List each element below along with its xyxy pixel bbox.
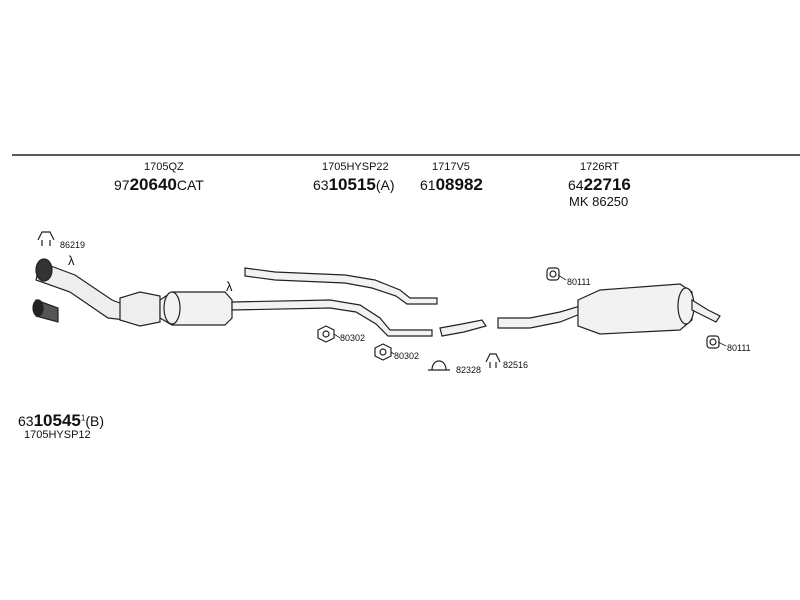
part-label-80111-a: 80111	[567, 277, 591, 287]
front-pipe-catalyst	[35, 258, 161, 327]
rear-silencer	[497, 283, 721, 335]
part-number-front: 9720640CAT	[114, 175, 204, 194]
part-number-middle: 6310515(A)	[313, 175, 395, 194]
part-label-86219: 86219	[60, 240, 86, 250]
mounting-kit-number: MK 86250	[569, 194, 629, 209]
lambda-sensor-symbol-front: λ	[68, 253, 75, 268]
clamp-icon	[37, 231, 501, 371]
part-number-connector: 6108982	[420, 175, 483, 194]
part-number-rear: 6422716	[568, 175, 631, 194]
part-code-downpipe: 1705HYSP12	[24, 429, 91, 441]
lambda-sensor-symbol-rear: λ	[226, 279, 233, 294]
part-label-80302-b: 80302	[394, 351, 420, 361]
connector-pipe	[439, 319, 487, 337]
part-label-82516: 82516	[503, 360, 529, 370]
part-code-connector: 1717V5	[432, 161, 470, 173]
middle-silencer	[159, 267, 438, 337]
part-code-middle: 1705HYSP22	[322, 161, 389, 173]
leader-lines	[333, 274, 727, 355]
loose-sleeve	[32, 299, 59, 323]
part-label-80111-b: 80111	[727, 343, 751, 353]
part-code-front: 1705QZ	[144, 161, 184, 173]
gasket-icon	[317, 325, 392, 361]
part-label-80302-a: 80302	[340, 333, 366, 343]
part-number-downpipe: 63105451(B)	[18, 411, 104, 430]
rubber-mount-icon	[546, 267, 720, 349]
part-label-82328: 82328	[456, 365, 482, 375]
part-code-rear: 1726RT	[580, 161, 619, 173]
